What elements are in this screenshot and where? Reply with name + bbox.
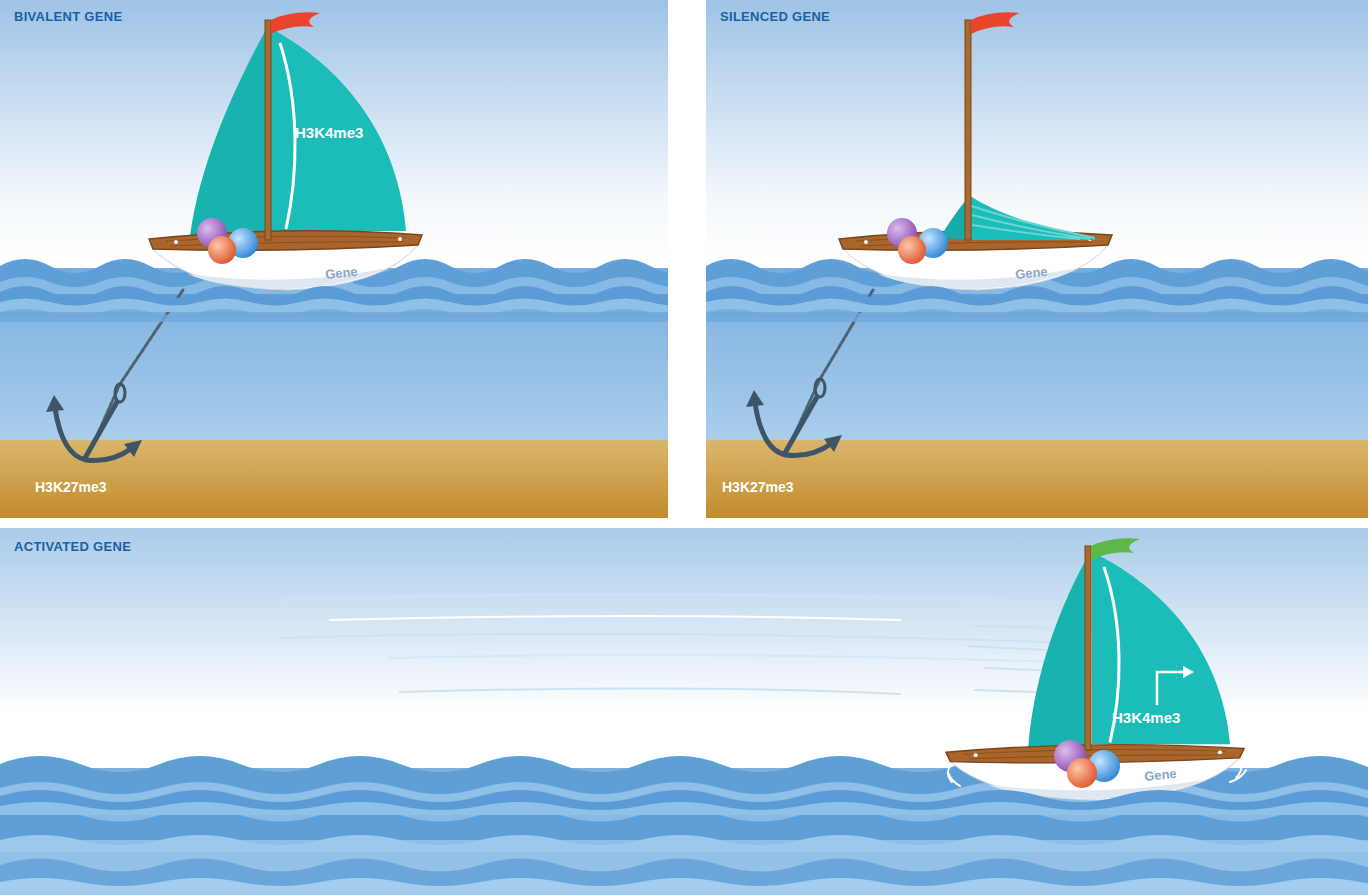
furled-sail bbox=[970, 196, 1100, 240]
cleat bbox=[1088, 237, 1092, 241]
scene-panel: BIVALENT GENE H3K4me3GeneH3K27me3 bbox=[0, 0, 668, 518]
cleat bbox=[174, 240, 178, 244]
sail-shape: H3K4me3 bbox=[1086, 550, 1236, 748]
red-flag bbox=[971, 12, 1020, 34]
boat-hull: Gene bbox=[148, 228, 423, 290]
mark-label: H3K4me3 bbox=[1112, 710, 1180, 727]
cleat bbox=[398, 237, 402, 241]
jib-sail bbox=[1028, 556, 1088, 752]
sail-cloth bbox=[268, 27, 406, 231]
boat-hull: Gene bbox=[838, 228, 1113, 290]
anchor-chain bbox=[792, 290, 873, 440]
protein-ball bbox=[1088, 750, 1120, 782]
front-waves bbox=[0, 790, 1368, 815]
mark-label: H3K4me3 bbox=[295, 125, 363, 142]
sky bbox=[0, 528, 1368, 768]
boat-hull: Gene bbox=[945, 742, 1245, 800]
protein-ball bbox=[1067, 758, 1097, 788]
mast bbox=[965, 20, 971, 240]
protein-ball bbox=[208, 236, 236, 264]
protein-ball bbox=[1054, 740, 1086, 772]
deck-planks bbox=[166, 236, 406, 246]
wind-line bbox=[330, 616, 900, 620]
front-waves bbox=[706, 286, 1368, 322]
deck-planks bbox=[856, 236, 1096, 246]
sail-folds bbox=[971, 206, 1095, 239]
front-waves bbox=[0, 286, 668, 322]
hull-shade bbox=[989, 779, 1207, 799]
protein-ball bbox=[197, 218, 227, 248]
mark-label: H3K27me3 bbox=[35, 480, 107, 495]
protein-ball bbox=[887, 218, 917, 248]
front-waves bbox=[706, 286, 1368, 322]
wave-row bbox=[0, 878, 1368, 895]
anchor-chain bbox=[95, 290, 183, 440]
deck-planks bbox=[965, 750, 1227, 759]
sky-and-sea bbox=[0, 0, 668, 448]
deck bbox=[946, 745, 1244, 763]
mast bbox=[1085, 546, 1091, 750]
sky-and-sea bbox=[706, 0, 1368, 448]
anchor-symbol bbox=[46, 384, 142, 461]
deck bbox=[149, 231, 422, 251]
boat-outline bbox=[838, 228, 1113, 290]
sail-seam bbox=[280, 43, 295, 229]
mark-label: H3K27me3 bbox=[722, 480, 794, 495]
hull bbox=[950, 758, 1239, 800]
front-wave bbox=[0, 802, 1368, 815]
protein-ball bbox=[898, 236, 926, 264]
furled-jib bbox=[940, 200, 966, 240]
wind-line bbox=[400, 688, 900, 694]
panel-scene bbox=[0, 0, 668, 448]
connector-group bbox=[95, 290, 873, 440]
protein-complex bbox=[1054, 740, 1120, 788]
boat-outline bbox=[945, 742, 1245, 800]
panel-scene bbox=[0, 528, 1368, 895]
wind-line bbox=[390, 655, 1060, 662]
sail-cloth bbox=[1092, 552, 1230, 744]
wave-row bbox=[0, 835, 1368, 852]
scene-panel: ACTIVATED GENE H3K4me3Gene bbox=[0, 528, 1368, 895]
protein-complex bbox=[197, 218, 258, 264]
hull bbox=[153, 245, 418, 290]
green-flag bbox=[1091, 538, 1140, 560]
protein-ball bbox=[918, 228, 948, 258]
wave-row bbox=[0, 859, 1368, 895]
jib-sail bbox=[190, 26, 268, 238]
mast bbox=[265, 20, 271, 240]
anchor-symbol bbox=[746, 379, 842, 456]
wind-line bbox=[280, 594, 1060, 602]
sail-shape: H3K4me3 bbox=[262, 25, 412, 235]
hull bbox=[843, 245, 1108, 290]
red-flag bbox=[271, 12, 320, 34]
cleat bbox=[864, 240, 868, 244]
splash bbox=[948, 762, 1246, 786]
panel-heading: SILENCED GENE bbox=[720, 10, 830, 24]
panel-heading: ACTIVATED GENE bbox=[14, 540, 131, 554]
boat-outline bbox=[148, 228, 423, 290]
activation-arrowhead bbox=[1183, 666, 1194, 678]
cleat bbox=[973, 753, 977, 757]
protein-ball bbox=[228, 228, 258, 258]
front-waves bbox=[0, 286, 668, 322]
protein-complex bbox=[887, 218, 948, 264]
seabed-band: H3K27me3 bbox=[706, 440, 1368, 518]
activation-arrow bbox=[1157, 672, 1183, 705]
scene-panel: SILENCED GENE GeneH3K27me3 bbox=[706, 0, 1368, 518]
seabed-band: H3K27me3 bbox=[0, 440, 668, 518]
cleat bbox=[1218, 750, 1222, 754]
panel-heading: BIVALENT GENE bbox=[14, 10, 122, 24]
front-wave bbox=[0, 790, 1368, 815]
deck bbox=[839, 231, 1112, 251]
wind-line bbox=[280, 634, 1050, 642]
panel-scene bbox=[706, 0, 1368, 448]
wind-lines bbox=[280, 594, 1060, 694]
